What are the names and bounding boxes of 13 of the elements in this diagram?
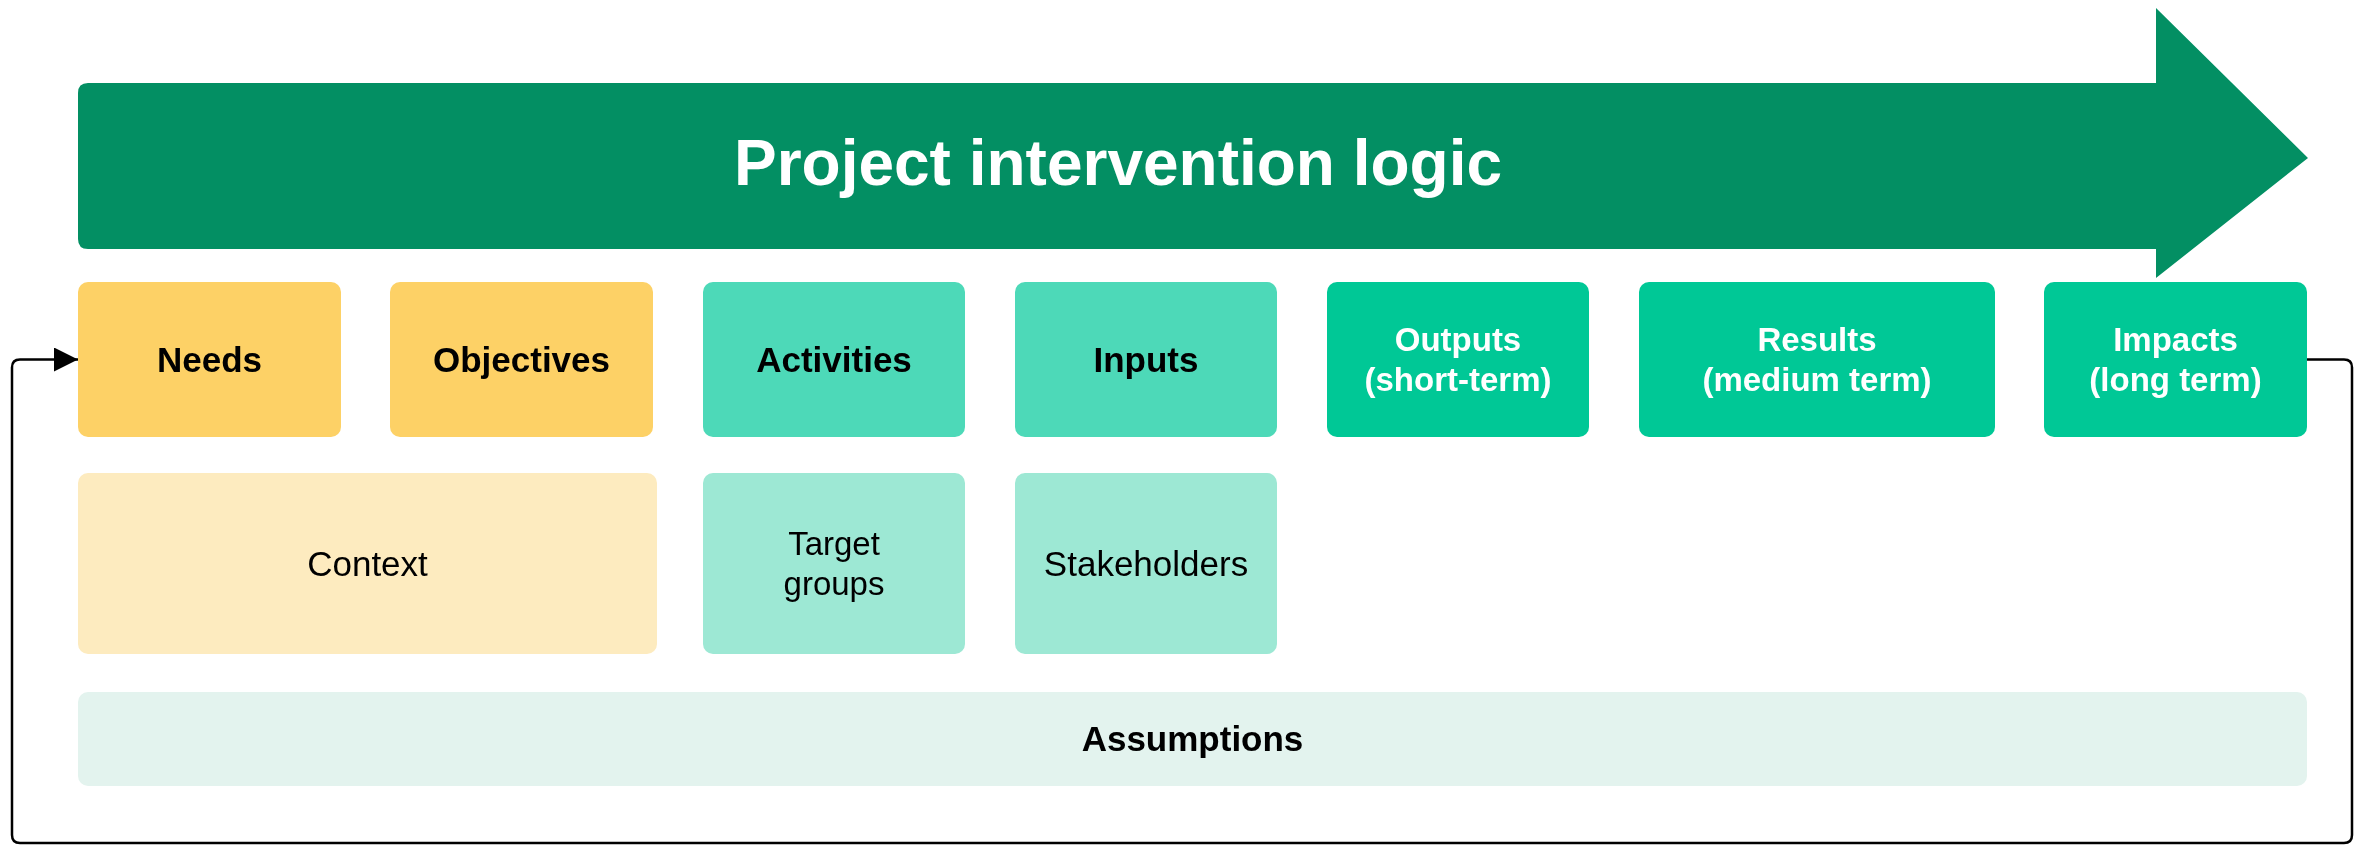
category-card: Activities: [703, 282, 965, 437]
context-card: Context: [78, 473, 657, 654]
category-card: Outputs (short-term): [1327, 282, 1589, 437]
feedback-arrow: [10, 347, 2354, 845]
arrow-banner: [78, 8, 2308, 278]
assumptions-bar: Assumptions: [78, 692, 2307, 786]
category-card: Impacts (long term): [2044, 282, 2307, 437]
category-card: Objectives: [390, 282, 653, 437]
category-card: Target groups: [703, 473, 965, 654]
category-card: Needs: [78, 282, 341, 437]
category-card: Inputs: [1015, 282, 1277, 437]
category-card: Results (medium term): [1639, 282, 1995, 437]
category-card: Stakeholders: [1015, 473, 1277, 654]
